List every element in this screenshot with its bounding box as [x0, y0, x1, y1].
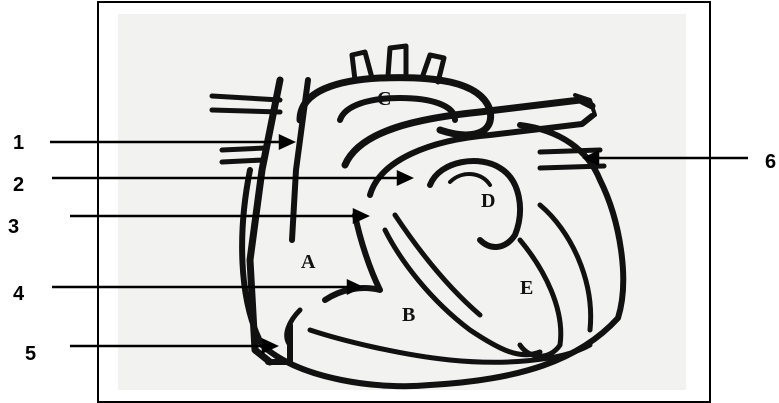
pointer-number-1: 1 — [13, 132, 24, 154]
pointer-number-3: 3 — [8, 216, 19, 238]
pointer-number-2: 2 — [13, 174, 24, 196]
pointer-number-5: 5 — [25, 343, 36, 365]
region-label-d: D — [481, 190, 495, 212]
region-label-a: A — [301, 251, 316, 273]
region-label-b: B — [402, 304, 415, 326]
pointer-number-4: 4 — [13, 283, 25, 305]
pointer-number-6: 6 — [765, 151, 776, 173]
region-label-c: C — [377, 88, 391, 110]
region-label-e: E — [520, 277, 533, 299]
